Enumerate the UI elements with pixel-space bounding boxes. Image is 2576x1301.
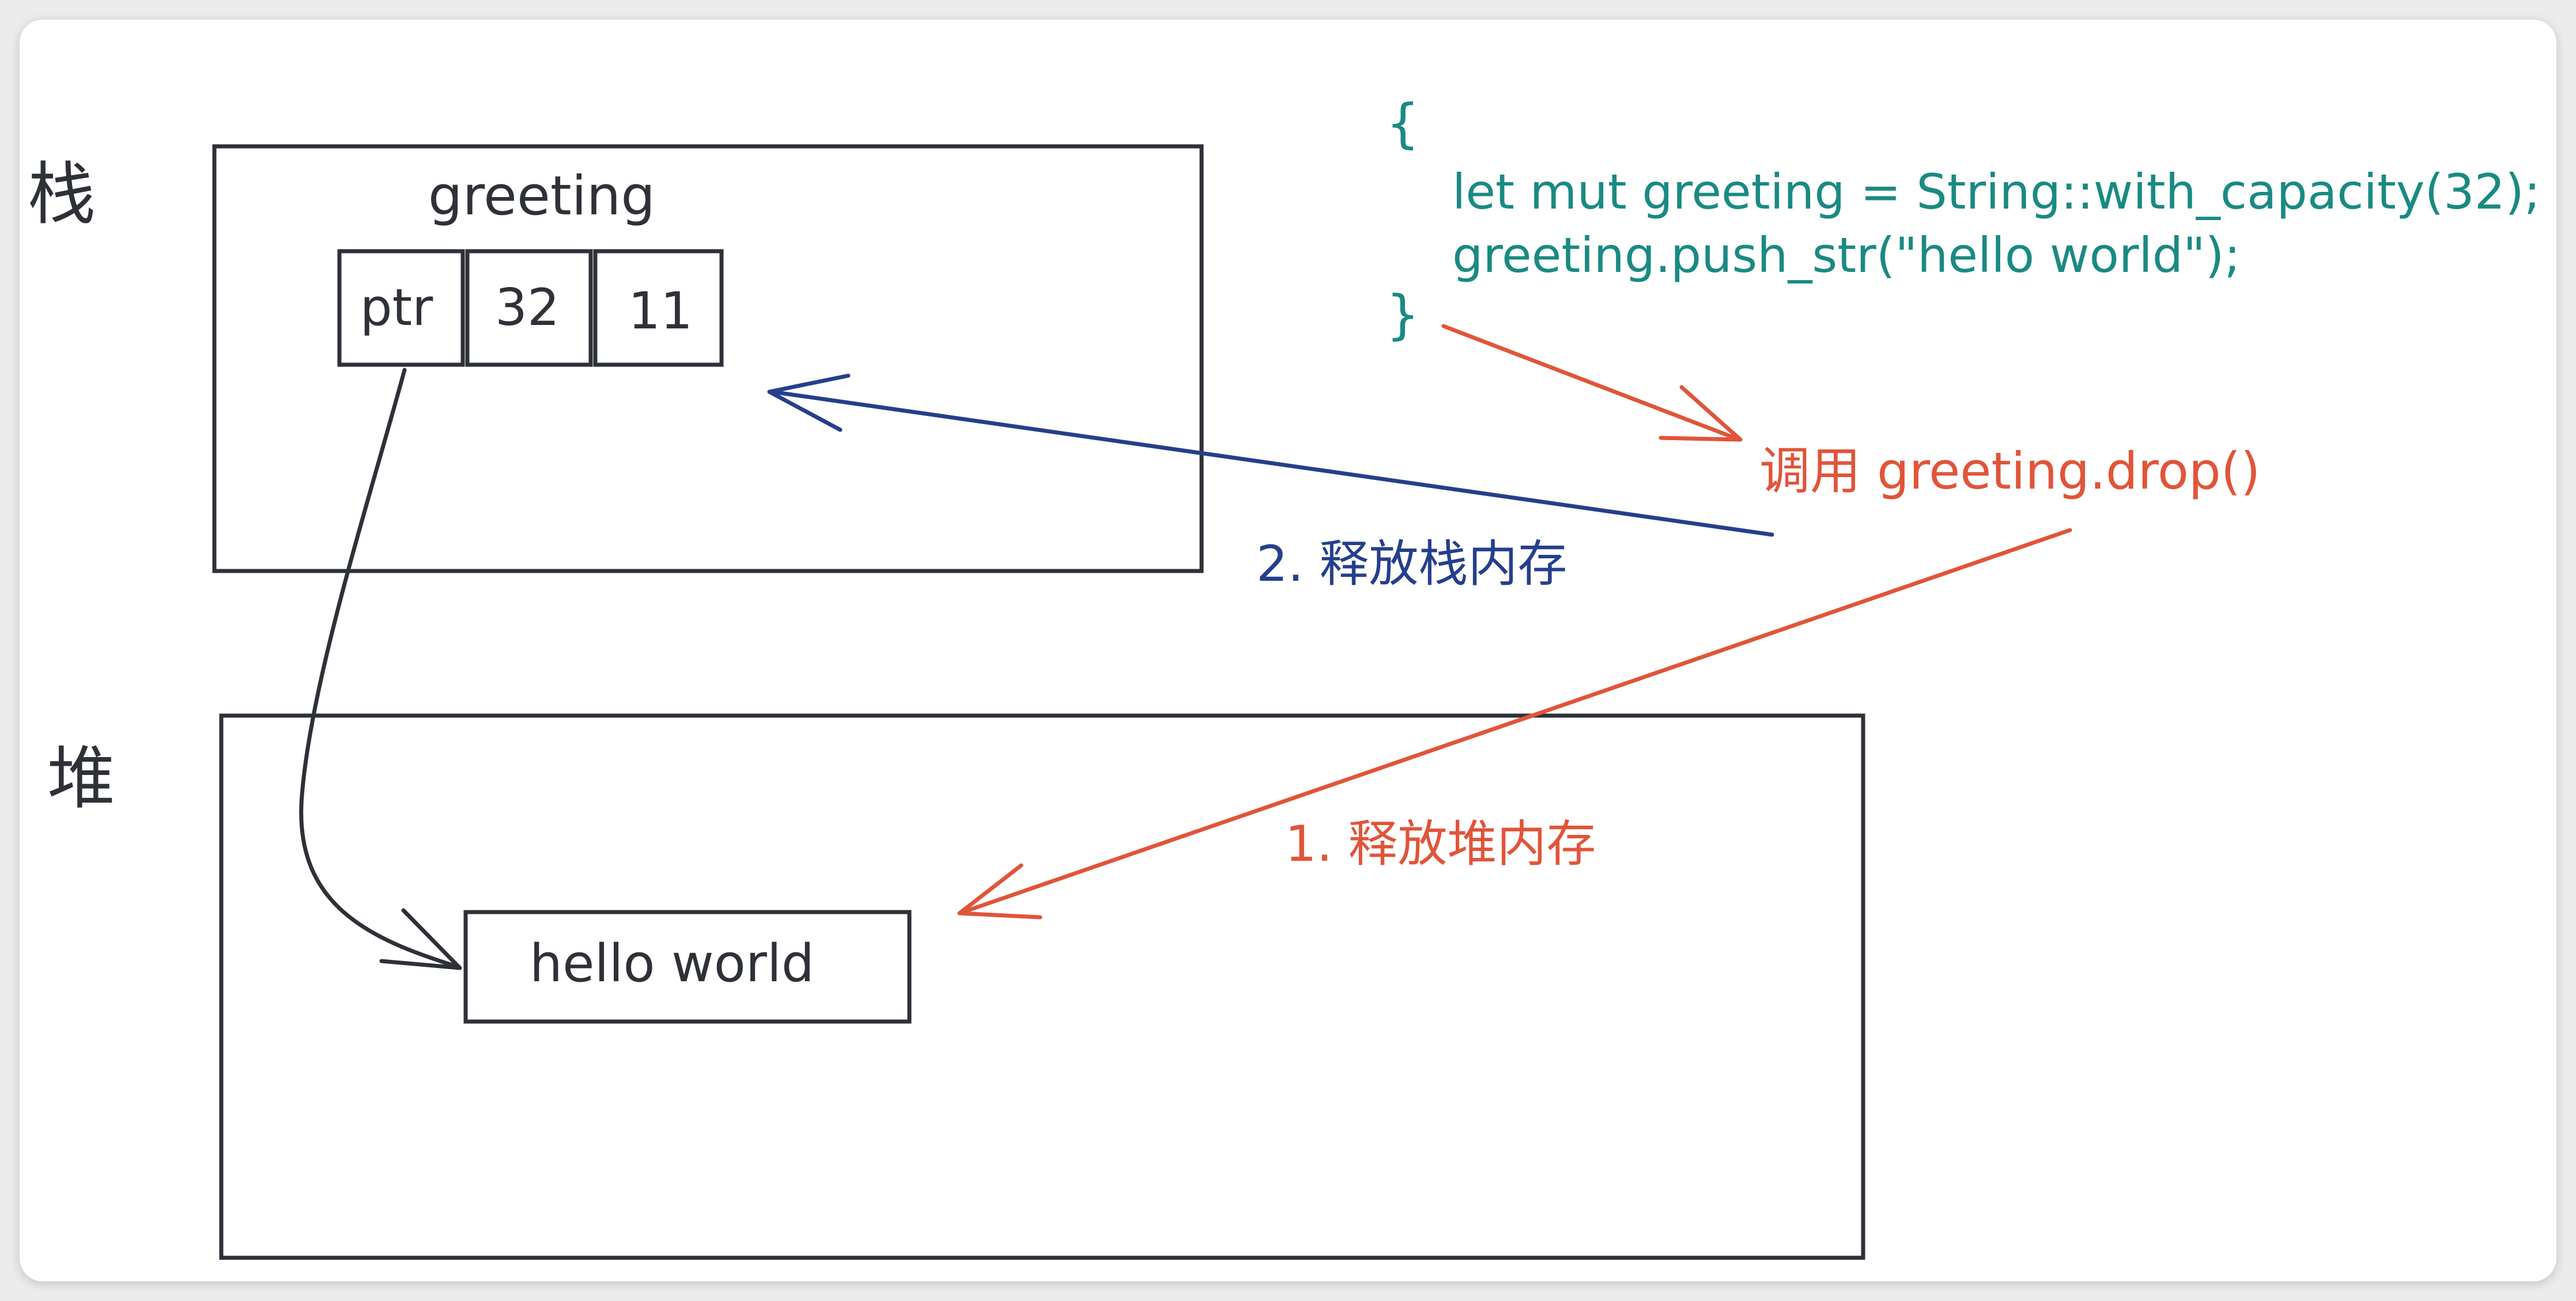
cell-capacity-text: 32 [495, 278, 560, 337]
cell-ptr-text: ptr [360, 278, 433, 337]
scope-end-arrowhead [1659, 385, 1743, 442]
heap-allocation [463, 910, 912, 1024]
code-line-2: greeting.push_str("hello world"); [1452, 227, 2241, 283]
pointer-arrowhead [379, 908, 462, 970]
stack-frame [212, 144, 1204, 573]
free-stack-label: 2. 释放栈内存 [1256, 535, 1567, 593]
code-open-brace: { [1386, 93, 1420, 154]
code-line-1: let mut greeting = String::with_capacity… [1452, 164, 2540, 220]
heap-label: 堆 [47, 739, 115, 818]
heap-allocation-text: hello world [530, 933, 814, 994]
pointer-arrow [299, 368, 460, 969]
cell-ptr [337, 249, 465, 367]
code-close-brace: } [1386, 284, 1420, 346]
heap-region [219, 713, 1865, 1260]
free-stack-arrowhead [767, 373, 851, 432]
free-heap-arrowhead [957, 863, 1043, 920]
diagram-card [20, 20, 2556, 1281]
free-stack-arrow [770, 389, 1774, 537]
variable-name: greeting [428, 165, 655, 228]
cell-capacity [465, 249, 593, 367]
cell-length [593, 249, 724, 367]
cell-length-text: 11 [628, 281, 693, 341]
scope-end-arrow [1441, 324, 1742, 442]
free-heap-label: 1. 释放堆内存 [1285, 815, 1596, 873]
stack-label: 栈 [28, 154, 96, 234]
drop-call-label: 调用 greeting.drop() [1759, 441, 2260, 501]
free-heap-arrow [957, 528, 2072, 916]
